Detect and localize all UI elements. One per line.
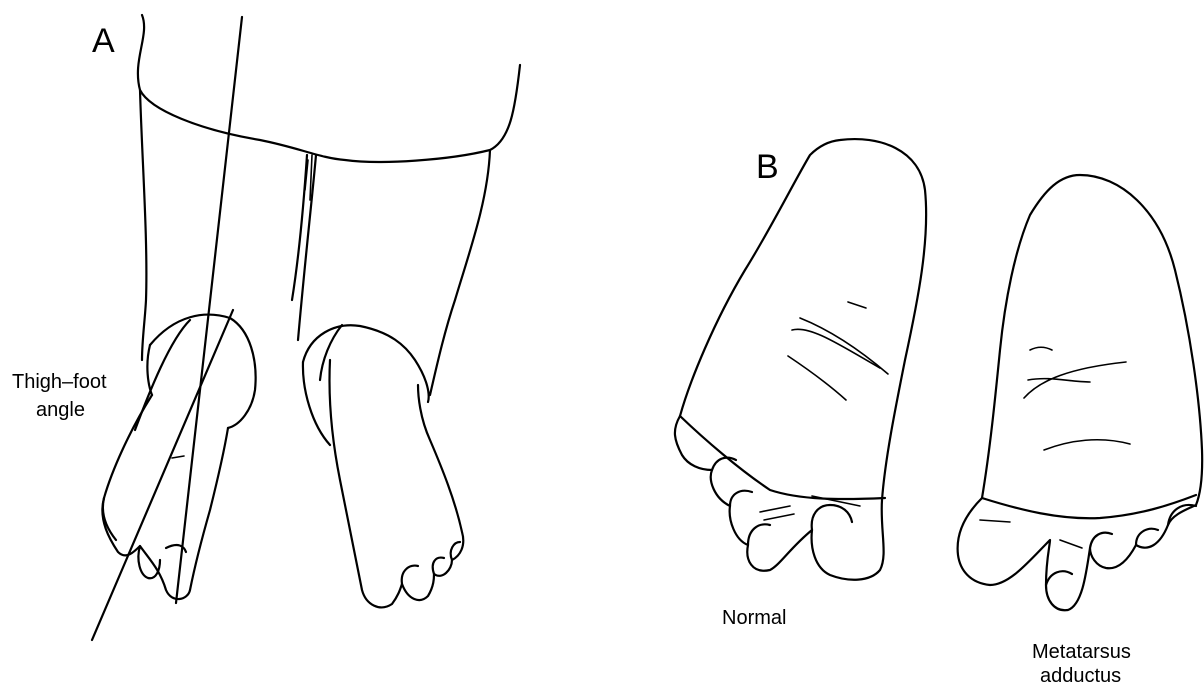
left-foot [102,395,228,599]
right-foot [329,360,463,607]
metatarsus-adductus-label-line2: adductus [1040,665,1121,684]
thigh-foot-angle-label-line2: angle [36,399,85,421]
metatarsus-adductus-label-line1: Metatarsus [1032,641,1131,663]
thigh-foot-angle-label-line1: Thigh–foot [12,371,107,393]
foot-axis-line [92,310,233,640]
panel-a: A [12,15,520,640]
panel-a-letter: A [92,22,115,60]
normal-label: Normal [722,607,786,629]
panel-b-letter: B [756,148,779,186]
normal-foot-sole [675,139,926,580]
thighs-outline [138,15,520,395]
panel-b: B [675,139,1202,684]
metatarsus-adductus-sole [958,175,1203,610]
right-lower-leg [303,325,429,445]
left-lower-leg [135,315,256,430]
